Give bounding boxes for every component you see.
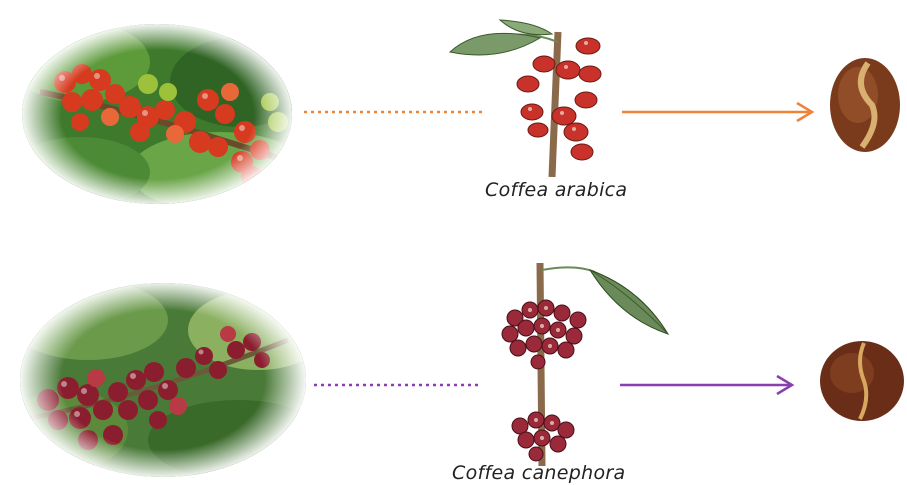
canephora-species-label: Coffea canephora [452, 462, 625, 484]
arabica-species-label: Coffea arabica [485, 179, 627, 201]
canephora-cherries-photo [18, 280, 308, 480]
canephora-branch-illustration [490, 258, 680, 466]
arabica-row: Coffea arabica [0, 0, 907, 240]
canephora-row: Coffea canephora [0, 240, 907, 485]
canephora-coffee-bean-icon [818, 337, 906, 425]
arabica-branch-illustration [440, 12, 630, 177]
arabica-coffee-bean-icon [828, 55, 902, 155]
arabica-cherries-photo [20, 22, 295, 207]
